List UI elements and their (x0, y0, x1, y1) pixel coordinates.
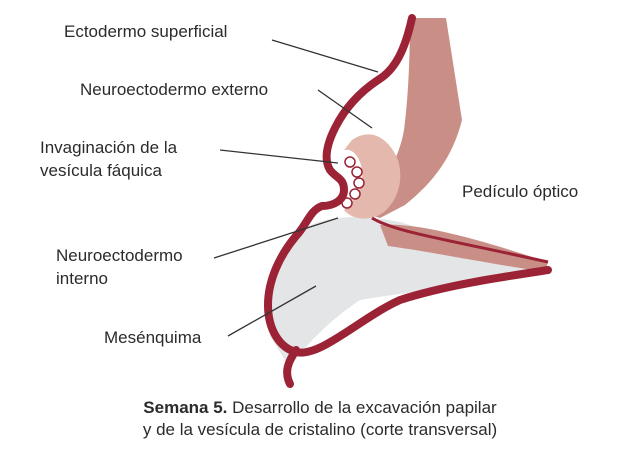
optic-stalk-lower (380, 224, 548, 272)
caption-line2: y de la vesícula de cristalino (corte tr… (142, 420, 498, 439)
caption-line1-text: Desarrollo de la excavación papilar (227, 398, 497, 417)
optic-stalk (355, 18, 462, 218)
label-neuroectodermo-interno-line2: interno (56, 269, 108, 288)
label-neuroectodermo-externo: Neuroectodermo externo (80, 80, 269, 99)
figure-caption: Semana 5. Desarrollo de la excavación pa… (0, 397, 640, 441)
label-neuroectodermo-interno-line1: Neuroectodermo (56, 246, 183, 265)
label-pediculo-optico: Pedículo óptico (462, 182, 579, 201)
lens-pit-cells (341, 156, 365, 209)
surface-ectoderm-tail (283, 346, 300, 388)
surface-ectoderm (263, 14, 552, 357)
label-invaginacion-line1: Invaginación de la (40, 138, 178, 157)
caption-bold: Semana 5. (143, 398, 228, 417)
caption-line1: Semana 5. Desarrollo de la excavación pa… (0, 397, 640, 419)
leader-lines (213, 39, 379, 337)
label-mesenquima: Mesénquima (104, 328, 202, 347)
label-ectodermo-superficial: Ectodermo superficial (64, 22, 228, 41)
label-invaginacion-line2: vesícula fáquica (40, 161, 162, 180)
inner-neuroectoderm (371, 216, 549, 264)
